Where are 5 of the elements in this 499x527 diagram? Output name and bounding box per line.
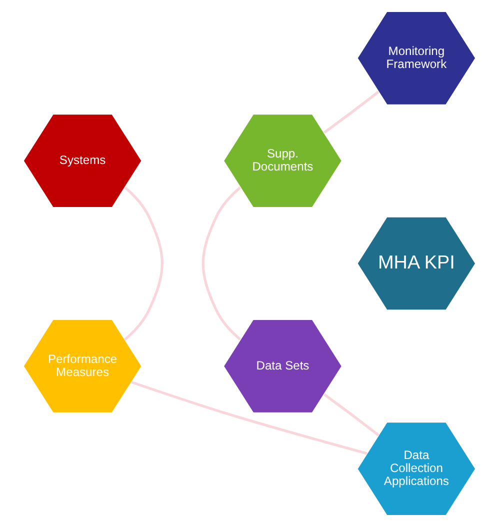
connector xyxy=(131,380,368,455)
connector xyxy=(124,186,164,340)
connector xyxy=(202,186,242,340)
connector xyxy=(323,90,380,134)
connector xyxy=(323,393,380,436)
